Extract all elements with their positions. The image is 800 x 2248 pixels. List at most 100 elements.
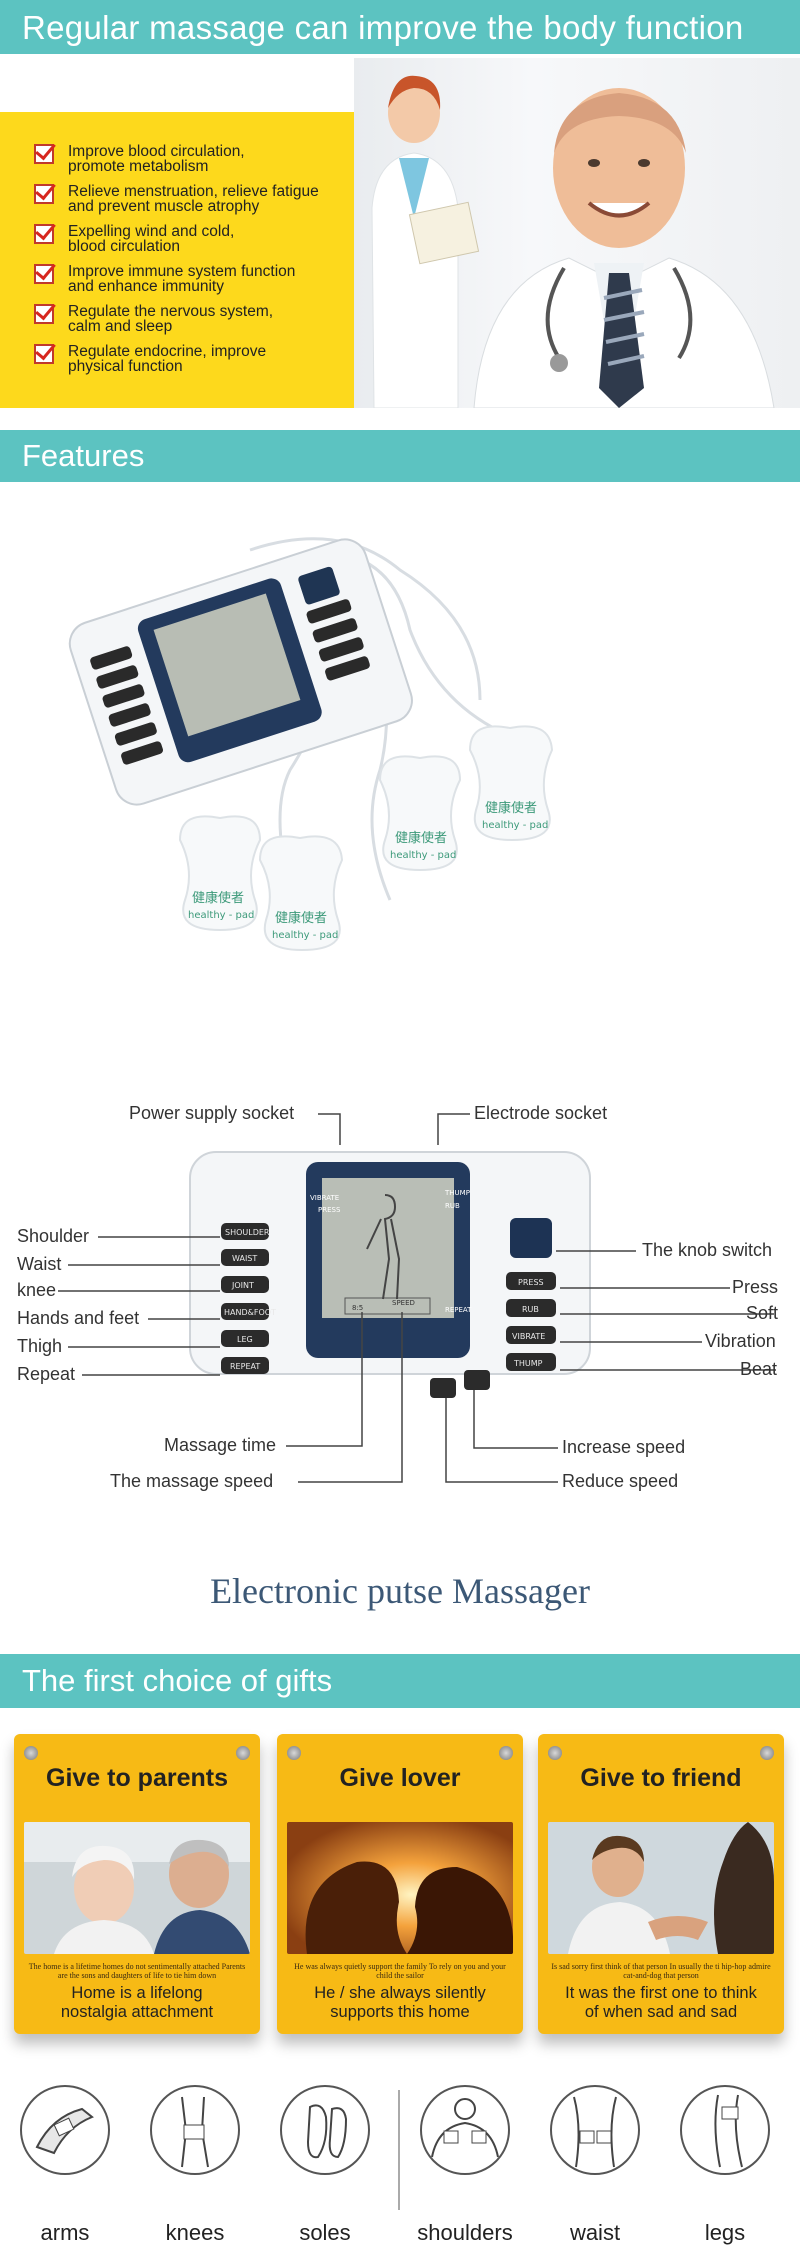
body-part-waist: waist bbox=[540, 2085, 650, 2245]
gift-photo-friend bbox=[548, 1822, 774, 1954]
benefits-list: Improve blood circulation,promote metabo… bbox=[32, 144, 352, 384]
header-bar-gifts: The first choice of gifts bbox=[0, 1654, 800, 1708]
header-title: Features bbox=[22, 438, 145, 473]
label-reduce-speed: Reduce speed bbox=[562, 1471, 679, 1491]
benefit-item: Improve blood circulation,promote metabo… bbox=[32, 144, 352, 184]
svg-text:VIBRATE: VIBRATE bbox=[310, 1194, 339, 1202]
pad-label-en: healthy - pad bbox=[188, 910, 254, 921]
gift-card-lover: Give lover He was always quietly support… bbox=[277, 1734, 523, 2034]
label-press: Press bbox=[732, 1277, 779, 1297]
pad-label-cn: 健康使者 bbox=[485, 800, 537, 816]
gift-title: Give lover bbox=[339, 1764, 461, 1792]
arm-icon bbox=[20, 2085, 110, 2175]
label-knee: knee bbox=[17, 1280, 57, 1300]
header-title: The first choice of gifts bbox=[22, 1663, 333, 1698]
gift-card-friend: Give to friend Is sad sorry first think … bbox=[538, 1734, 784, 2034]
elderly-couple-illustration bbox=[24, 1822, 250, 1954]
svg-text:RUB: RUB bbox=[445, 1202, 460, 1210]
product-name: Electronic putse Massager bbox=[210, 1571, 590, 1611]
device-diagram: SHOULDER WAIST JOINT HAND&FOOT LEG REPEA… bbox=[0, 1090, 800, 1510]
body-part-label: legs bbox=[704, 2220, 746, 2245]
pad-label-en: healthy - pad bbox=[272, 930, 338, 941]
device-diagram-drawing: SHOULDER WAIST JOINT HAND&FOOT LEG REPEA… bbox=[58, 1113, 776, 1483]
screw-icon bbox=[760, 1746, 774, 1760]
body-part-legs: legs bbox=[670, 2085, 780, 2245]
label-massage-speed: The massage speed bbox=[110, 1471, 274, 1491]
friends-handshake-illustration bbox=[548, 1822, 774, 1954]
pad-label-cn: 健康使者 bbox=[395, 830, 447, 846]
header-title: Regular massage can improve the body fun… bbox=[22, 9, 744, 46]
doctors-illustration bbox=[371, 75, 775, 408]
svg-text:SHOULDER: SHOULDER bbox=[225, 1228, 270, 1237]
label-thigh: Thigh bbox=[17, 1336, 63, 1356]
gift-small-text: He was always quietly support the family… bbox=[294, 1962, 506, 1980]
body-part-arms: arms bbox=[10, 2085, 120, 2245]
knee-icon bbox=[150, 2085, 240, 2175]
checkbox-icon bbox=[34, 344, 54, 364]
benefit-item: Regulate the nervous system,calm and sle… bbox=[32, 304, 352, 344]
pad-label-en: healthy - pad bbox=[390, 850, 456, 861]
gift-photo-parents bbox=[24, 1822, 250, 1954]
label-power-socket: Power supply socket bbox=[129, 1103, 295, 1123]
svg-text:WAIST: WAIST bbox=[232, 1254, 257, 1263]
label-massage-time: Massage time bbox=[164, 1435, 277, 1455]
body-part-shoulders: shoulders bbox=[410, 2085, 520, 2245]
svg-text:HAND&FOOT: HAND&FOOT bbox=[224, 1308, 276, 1317]
label-vibration: Vibration bbox=[705, 1331, 776, 1351]
product-photo: 健康使者 healthy - pad 健康使者 healthy - pad 健康… bbox=[60, 510, 760, 1070]
body-part-label: arms bbox=[40, 2220, 90, 2245]
massager-with-pads-illustration: 健康使者 healthy - pad 健康使者 healthy - pad 健康… bbox=[68, 537, 554, 952]
shoulder-icon bbox=[420, 2085, 510, 2175]
screw-icon bbox=[287, 1746, 301, 1760]
gift-photo-lover bbox=[287, 1822, 513, 1954]
gift-small-text: Is sad sorry first think of that person … bbox=[551, 1962, 771, 1980]
pad-label-cn: 健康使者 bbox=[192, 890, 244, 906]
svg-text:PRESS: PRESS bbox=[318, 1206, 341, 1214]
screw-icon bbox=[499, 1746, 513, 1760]
header-bar-features: Features bbox=[0, 430, 800, 482]
header-bar-body-function: Regular massage can improve the body fun… bbox=[0, 0, 800, 54]
checkbox-icon bbox=[34, 304, 54, 324]
label-hands-feet: Hands and feet bbox=[17, 1308, 140, 1328]
label-repeat: Repeat bbox=[17, 1364, 76, 1384]
waist-icon bbox=[550, 2085, 640, 2175]
svg-text:THUMP: THUMP bbox=[444, 1189, 470, 1197]
gift-card-parents: Give to parents The home is a lifetime h… bbox=[14, 1734, 260, 2034]
label-beat: Beat bbox=[740, 1359, 778, 1379]
sole-icon bbox=[280, 2085, 370, 2175]
screw-icon bbox=[236, 1746, 250, 1760]
svg-text:VIBRATE: VIBRATE bbox=[512, 1332, 545, 1341]
body-part-label: shoulders bbox=[417, 2220, 513, 2245]
label-knob-switch: The knob switch bbox=[642, 1240, 773, 1260]
svg-text:THUMP: THUMP bbox=[513, 1359, 543, 1368]
label-electrode-socket: Electrode socket bbox=[474, 1103, 608, 1123]
svg-text:REPEAT: REPEAT bbox=[445, 1306, 472, 1314]
leg-icon bbox=[680, 2085, 770, 2175]
label-shoulder: Shoulder bbox=[17, 1226, 90, 1246]
svg-text:LEG: LEG bbox=[237, 1335, 253, 1344]
screw-icon bbox=[548, 1746, 562, 1760]
body-part-soles: soles bbox=[270, 2085, 380, 2245]
body-part-knees: knees bbox=[140, 2085, 250, 2245]
doctors-photo bbox=[354, 58, 800, 408]
body-part-label: soles bbox=[299, 2220, 351, 2245]
divider bbox=[398, 2090, 400, 2210]
body-part-label: knees bbox=[165, 2220, 225, 2245]
checkbox-icon bbox=[34, 184, 54, 204]
svg-text:PRESS: PRESS bbox=[518, 1278, 544, 1287]
svg-text:8:5: 8:5 bbox=[352, 1304, 363, 1312]
label-soft: Soft bbox=[746, 1303, 779, 1323]
svg-text:JOINT: JOINT bbox=[231, 1281, 254, 1290]
label-increase-speed: Increase speed bbox=[562, 1437, 686, 1457]
checkbox-icon bbox=[34, 264, 54, 284]
svg-text:SPEED: SPEED bbox=[392, 1299, 415, 1307]
couple-sunset-illustration bbox=[287, 1822, 513, 1954]
label-waist: Waist bbox=[17, 1254, 62, 1274]
svg-text:RUB: RUB bbox=[522, 1305, 539, 1314]
benefit-item: Expelling wind and cold,blood circulatio… bbox=[32, 224, 352, 264]
